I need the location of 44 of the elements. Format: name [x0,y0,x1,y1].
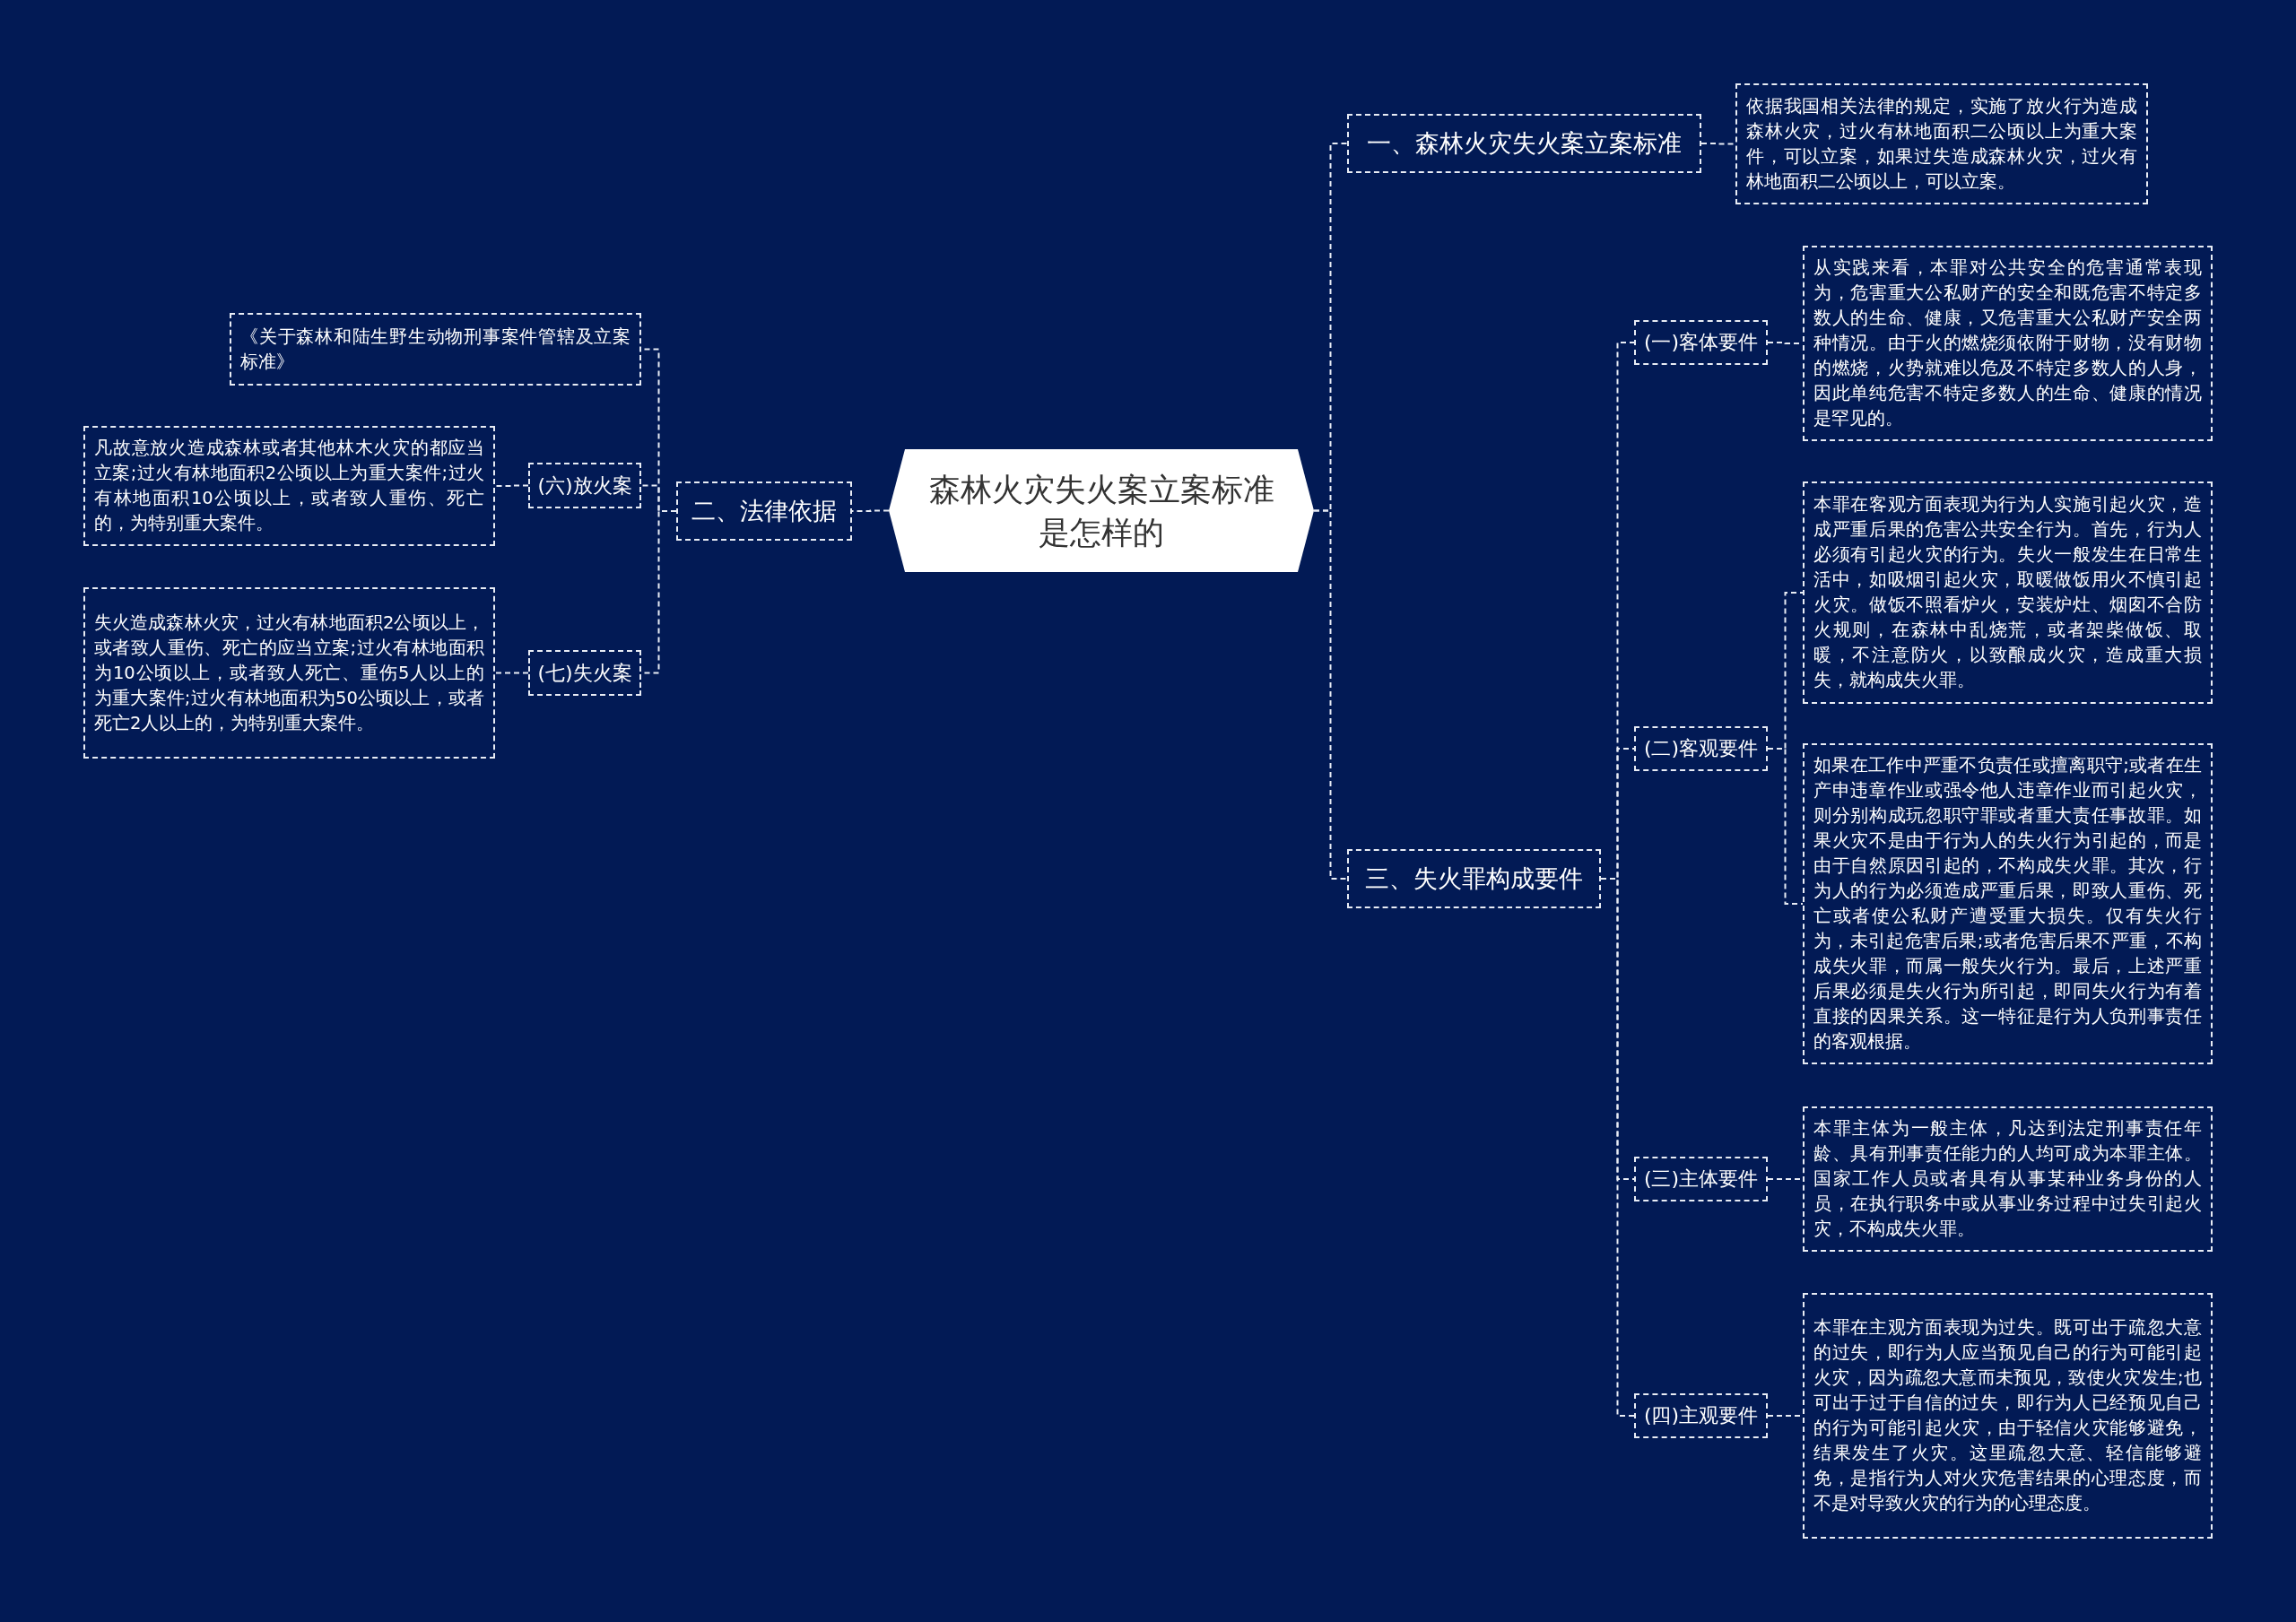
category-box [1634,320,1768,365]
central-topic-text: 森林火灾失火案立案标准是怎样的 [927,470,1275,552]
note-box [1803,1293,2213,1539]
note-box [1735,83,2148,204]
branch-title: 二、法律依据 [691,496,837,526]
note-text: 《关于森林和陆生野生动物刑事案件管辖及立案标准》 [240,325,631,374]
note-box [1803,481,2213,704]
note-box [230,313,641,386]
category-label: (二)客观要件 [1643,736,1759,761]
note-box [83,426,495,546]
note-text: 失火造成森林火灾，过火有林地面积2公顷以上，或者致人重伤、死亡的应当立案;过火有林地面积为10公顷以上，或者致人死亡、重伤5人以上的为重大案件;过火有林地面积为50公顷以上，或者死亡2人以上的，为特别重大案件。 [94,611,484,735]
category-label: (一)客体要件 [1643,330,1759,355]
note-text: 从实践来看，本罪对公共安全的危害通常表现为，危害重大公私财产的安全和既危害不特定多数人的生命、健康，又危害重大公私财产安全两种情况。由于火的燃烧须依附于财物，没有财物的燃烧，火势就难以危及不特定多数人的人身，因此单纯危害不特定多数人的生命、健康的情况是罕见的。 [1813,256,2202,430]
branch-box [1347,849,1601,908]
note-text: 本罪在主观方面表现为过失。既可出于疏忽大意的过失，即行为人应当预见自己的行为可能引起火灾，因为疏忽大意而未预见，致使火灾发生;也可出于过于自信的过失，即行为人已经预见自己的行为可能引起火灾，由于轻信火灾能够避免，结果发生了火灾。这里疏忽大意、轻信能够避免，是指行为人对火灾危害结果的心理态度，而不是对导致火灾的行为的心理态度。 [1813,1316,2202,1515]
category-box [1634,1157,1768,1201]
note-box [1803,1106,2213,1252]
note-text: 依据我国相关法律的规定，实施了放火行为造成森林火灾，过火有林地面积二公顷以上为重大案件，可以立案，如果过失造成森林火灾，过火有林地面积二公顷以上，可以立案。 [1746,94,2137,194]
category-label: (三)主体要件 [1643,1167,1759,1192]
note-box [1803,246,2213,441]
category-label: (七)失火案 [537,660,632,686]
category-label: (六)放火案 [537,473,632,499]
connector-line [851,509,890,512]
branch-title: 三、失火罪构成要件 [1365,863,1583,894]
note-text: 如果在工作中严重不负责任或擅离职守;或者在生产申违章作业或强令他人违章作业而引起火灾，则分别构成玩忽职守罪或者重大责任事故罪。如果火灾不是由于行为人的失火行为引起的，而是由于自然原因引起的，不构成失火罪。其次，行为人的行为必须造成严重后果，即致人重伤、死亡或者使公私财产遭受重大损失。仅有失火行为，未引起危害后果;或者危害后果不严重，不构成失火罪，而属一般失火行为。最后，上述严重后果必须是失火行为所引起，即同失火行为有着直接的因果关系。这一特征是行为人负刑事责任的客观根据。 [1813,754,2202,1054]
central-topic [889,449,1314,572]
category-box [528,650,641,696]
connector-line [1313,509,1348,880]
note-text: 本罪在客观方面表现为行为人实施引起火灾，造成严重后果的危害公共安全行为。首先，行为人必须有引起火灾的行为。失火一般发生在日常生活中，如吸烟引起火灾，取暖做饭用火不慎引起火灾。做饭不照看炉火，安装炉灶、烟囱不合防火规则，在森林中乱烧荒，或者架柴做饭、取暖，不注意防火，以致酿成火灾，造成重大损失，就构成失火罪。 [1813,493,2202,692]
category-box [528,463,641,508]
branch-box [676,481,852,541]
category-box [1634,726,1768,771]
branch-title: 一、森林火灾失火案立案标准 [1367,128,1682,159]
category-label: (四)主观要件 [1643,1403,1759,1428]
connector-line [494,672,529,674]
connector-line [1600,878,1635,1417]
category-box [1634,1393,1768,1438]
note-text: 凡故意放火造成森林或者其他林木火灾的都应当立案;过火有林地面积2公顷以上为重大案件;过火有林地面积10公顷以上，或者致人重伤、死亡的，为特别重大案件。 [94,437,484,535]
connector-line [494,484,529,487]
note-box [83,587,495,759]
note-text: 本罪主体为一般主体，凡达到法定刑事责任年龄、具有刑事责任能力的人均可成为本罪主体。国家工作人员或者具有从事某种业务身份的人员，在执行职务中或从事业务过程中过失引起火灾，不构成失火罪。 [1813,1117,2202,1241]
connector-line [1700,143,1736,145]
branch-box [1347,114,1701,173]
connector-line [1767,748,1804,905]
